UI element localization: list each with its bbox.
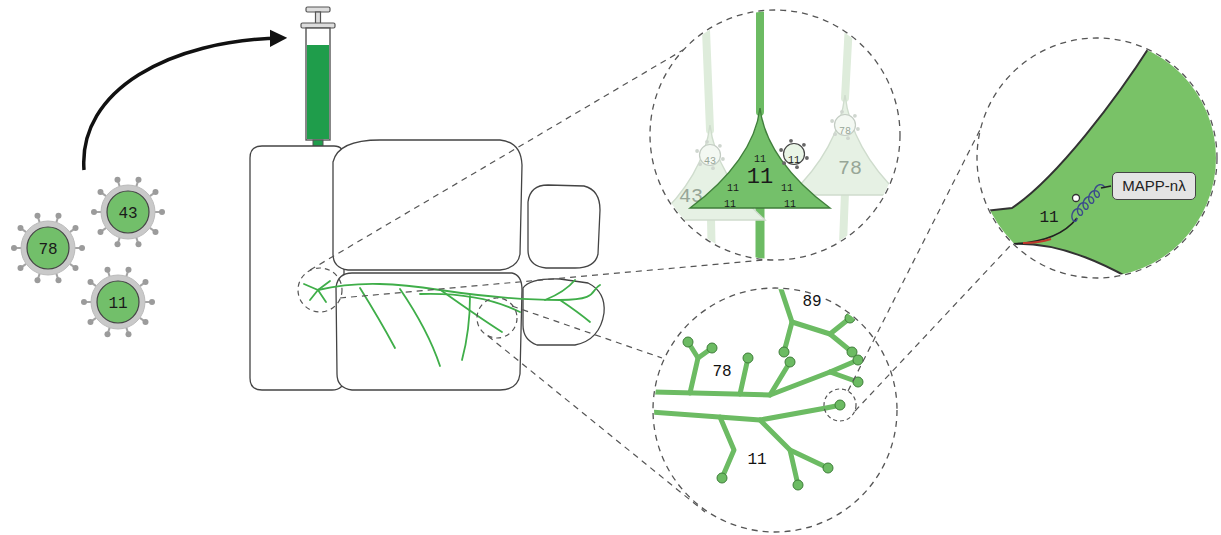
barcode-number: 43 xyxy=(704,157,716,167)
neurites xyxy=(705,5,850,270)
tag-label: MAPP-nλ xyxy=(1122,177,1185,195)
axon-projections xyxy=(304,280,600,366)
barcode-number: 78 xyxy=(838,159,862,179)
barcode-number: 78 xyxy=(710,364,733,380)
barcode-number: 43 xyxy=(118,206,137,222)
barcode-number: 11 xyxy=(747,167,773,189)
barcode-number: 11 xyxy=(781,184,793,194)
barcode-number: 89 xyxy=(800,294,823,310)
barcode-number: 11 xyxy=(724,200,736,210)
virus-particle: 43 xyxy=(699,144,721,166)
barcode-number: 11 xyxy=(108,296,127,312)
virus-particle: 11 xyxy=(88,272,148,332)
barcode-number: 11 xyxy=(754,155,766,165)
probe-tag: MAPP-nλ xyxy=(1112,172,1195,200)
barcode-number: 11 xyxy=(727,184,739,194)
virus-particle: 11 xyxy=(783,143,805,165)
neuron-cell: 11 11 11 11 11 11 11 xyxy=(690,108,830,208)
barcode-number: 11 xyxy=(1039,210,1058,226)
barcode-number: 11 xyxy=(784,200,796,210)
neuron-shape xyxy=(790,95,900,195)
barcode-number: 11 xyxy=(788,156,800,166)
axon-terminal: 11 xyxy=(977,38,1217,278)
zoom-marker xyxy=(477,298,517,338)
zoom-circle xyxy=(653,288,897,532)
zoom-marker xyxy=(824,389,856,421)
zoom-marker xyxy=(298,268,342,312)
brain-outline xyxy=(250,140,604,390)
barcode-number: 11 xyxy=(745,452,768,468)
axon-branches xyxy=(650,280,863,490)
zoom-circle xyxy=(650,10,900,260)
virus-particle: 78 xyxy=(18,218,78,278)
terminal-shape xyxy=(977,38,1217,278)
barcode-number: 78 xyxy=(839,127,851,137)
virus-particle: 78 xyxy=(834,114,856,136)
barcode-number: 78 xyxy=(38,242,57,258)
neuron-cell: 78 78 xyxy=(790,95,900,195)
virus-particle: 43 xyxy=(98,182,158,242)
